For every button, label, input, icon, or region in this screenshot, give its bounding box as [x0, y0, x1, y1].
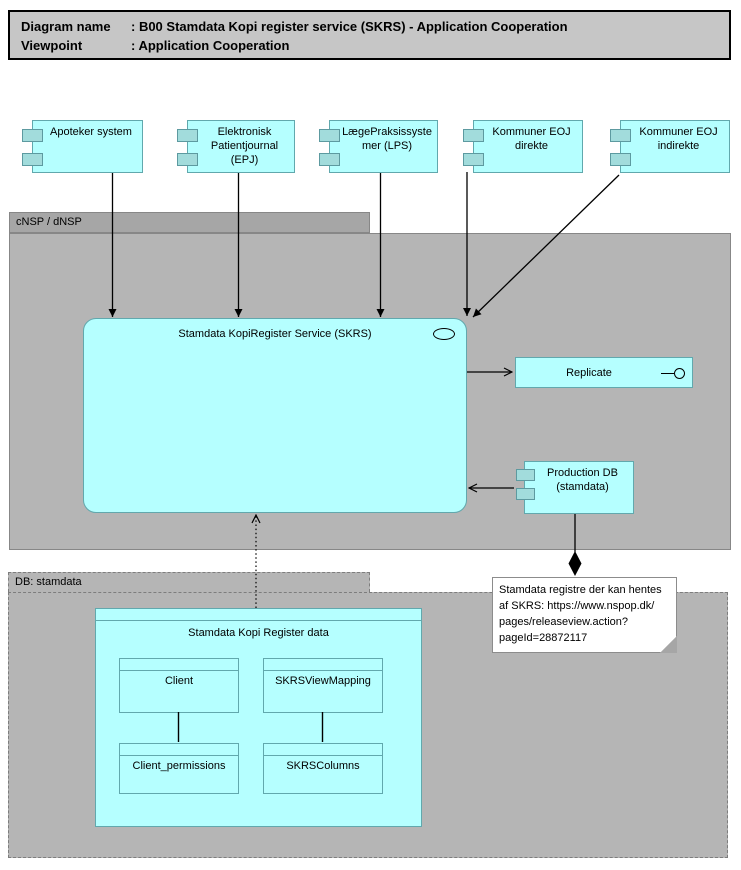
data-object-header-strip	[96, 609, 421, 621]
title-block: Diagram name : B00 Stamdata Kopi registe…	[8, 10, 731, 60]
component-port-icon	[463, 153, 484, 166]
composition-diamond-icon	[568, 551, 582, 576]
group-db-tab[interactable]: DB: stamdata	[8, 572, 370, 592]
table-header-strip	[120, 659, 238, 671]
data-object-label: Stamdata Kopi Register data	[188, 627, 329, 639]
group-cnsp-tab[interactable]: cNSP / dNSP	[9, 212, 370, 233]
service-skrs[interactable]: Stamdata KopiRegister Service (SKRS)	[83, 318, 467, 513]
component-port-icon	[319, 153, 340, 166]
title-row-viewpoint: Viewpoint : Application Cooperation	[21, 36, 718, 55]
note-line: pageId=28872117	[499, 632, 588, 644]
diagram-name-value: : B00 Stamdata Kopi register service (SK…	[131, 19, 568, 34]
service-label: Stamdata KopiRegister Service (SKRS)	[178, 328, 372, 340]
viewpoint-value: : Application Cooperation	[131, 38, 290, 53]
viewpoint-label: Viewpoint	[21, 38, 83, 53]
table-label: SKRSColumns	[286, 760, 360, 772]
note-box: Stamdata registre der kan hentes af SKRS…	[492, 577, 677, 653]
table-label: Client_permissions	[132, 760, 226, 772]
component-port-icon	[610, 153, 631, 166]
group-cnsp-label: cNSP / dNSP	[16, 216, 82, 228]
table-skrsviewmapping[interactable]: SKRSViewMapping	[263, 658, 383, 713]
table-header-strip	[120, 744, 238, 756]
component-port-icon	[516, 469, 535, 481]
component-label: Production DB (stamdata)	[547, 467, 618, 493]
component-port-icon	[22, 153, 43, 166]
table-header-strip	[264, 744, 382, 756]
table-header-strip	[264, 659, 382, 671]
component-epj[interactable]: Elektronisk Patientjournal (EPJ)	[177, 120, 295, 173]
provided-interface-circle-icon	[674, 368, 685, 379]
table-label: SKRSViewMapping	[275, 675, 371, 687]
title-row-diagram-name: Diagram name : B00 Stamdata Kopi registe…	[21, 17, 718, 36]
component-port-icon	[177, 129, 198, 142]
component-port-icon	[463, 129, 484, 142]
data-object-stamdata-kopi-register-data[interactable]: Stamdata Kopi Register data Client SKRSV…	[95, 608, 422, 827]
note-line: af SKRS: https://www.nspop.dk/	[499, 600, 655, 612]
component-label: Kommuner EOJ direkte	[492, 126, 571, 152]
component-label: Elektronisk Patientjournal (EPJ)	[210, 126, 279, 166]
component-port-icon	[319, 129, 340, 142]
note-line: Stamdata registre der kan hentes	[499, 584, 662, 596]
component-lps[interactable]: LægePraksissystemer (LPS)	[319, 120, 438, 173]
component-apoteker-system[interactable]: Apoteker system	[22, 120, 143, 173]
service-ellipse-icon	[433, 328, 455, 340]
diagram-name-label: Diagram name	[21, 19, 111, 34]
table-label: Client	[164, 675, 194, 687]
component-kommuner-eoj-direkte[interactable]: Kommuner EOJ direkte	[463, 120, 583, 173]
component-port-icon	[610, 129, 631, 142]
component-kommuner-eoj-indirekte[interactable]: Kommuner EOJ indirekte	[610, 120, 730, 173]
component-port-icon	[22, 129, 43, 142]
note-fold-icon	[660, 636, 677, 653]
note-stamdata-registre[interactable]: Stamdata registre der kan hentes af SKRS…	[492, 577, 677, 653]
component-label: Kommuner EOJ indirekte	[639, 126, 718, 152]
component-port-icon	[516, 488, 535, 500]
component-label: Apoteker system	[50, 126, 132, 138]
component-production-db[interactable]: Production DB (stamdata)	[516, 461, 634, 514]
component-port-icon	[177, 153, 198, 166]
table-skrscolumns[interactable]: SKRSColumns	[263, 743, 383, 794]
group-db-label: DB: stamdata	[15, 576, 82, 588]
table-client[interactable]: Client	[119, 658, 239, 713]
component-label: LægePraksissystemer (LPS)	[342, 126, 432, 152]
note-line: pages/releaseview.action?	[499, 616, 629, 628]
interface-label: Replicate	[566, 366, 612, 379]
interface-replicate[interactable]: Replicate	[515, 357, 693, 388]
table-client-permissions[interactable]: Client_permissions	[119, 743, 239, 794]
provided-interface-icon	[661, 373, 674, 374]
